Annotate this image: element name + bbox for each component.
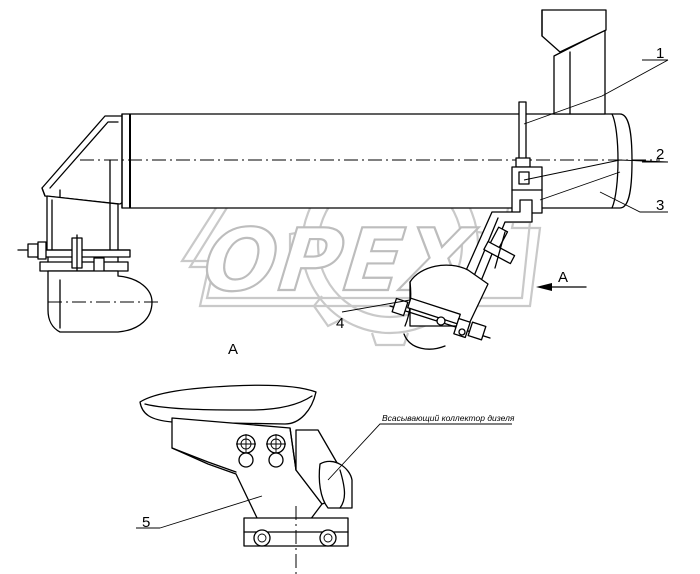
intake-connection xyxy=(389,264,491,350)
bolt-group xyxy=(236,434,286,468)
muffler-body xyxy=(80,113,660,209)
section-label: A xyxy=(228,341,238,358)
callout-4: 4 xyxy=(336,315,344,332)
callout-5: 5 xyxy=(142,514,150,531)
callout-3: 3 xyxy=(656,197,664,214)
exhaust-assembly: A 1 2 3 4 xyxy=(17,9,669,350)
view-a-detail: 5 Всасывающий коллектор дизеля xyxy=(136,384,515,574)
callout-2: 2 xyxy=(656,146,664,163)
view-arrow: A xyxy=(536,269,587,291)
callout-1: 1 xyxy=(656,45,664,62)
outlet-pipe xyxy=(541,9,607,115)
view-arrow-label: A xyxy=(558,269,568,286)
collector-note: Всасывающий коллектор дизеля xyxy=(382,413,515,423)
callouts: 1 2 3 4 xyxy=(336,45,669,332)
